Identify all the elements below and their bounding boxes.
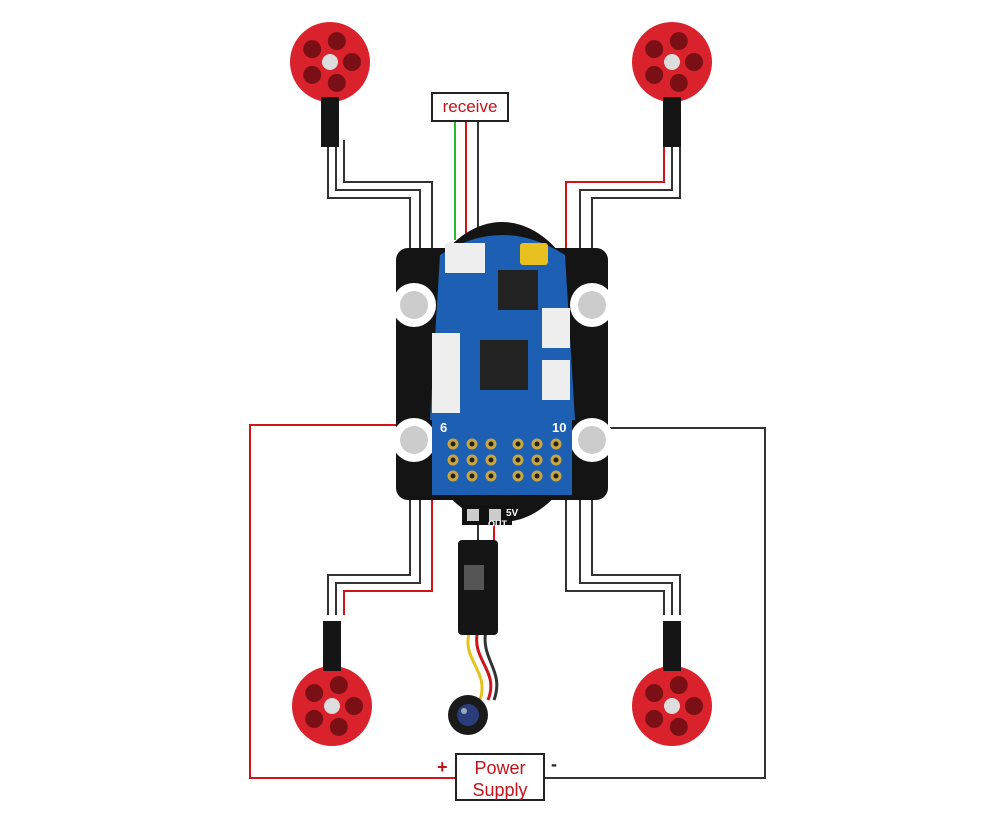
motor-top-right: [632, 22, 712, 147]
pin-label-10: 10: [552, 420, 567, 435]
motor-bottom-left: [292, 621, 372, 746]
receiver-wires: [454, 120, 479, 240]
motor-wires-bottom-right: [565, 490, 681, 615]
motor-wires-bottom-left: [327, 490, 433, 615]
flight-controller-board: [392, 222, 614, 525]
motor-top-left: [290, 22, 370, 147]
receiver-label: receive: [431, 92, 509, 122]
negative-power-wire: [545, 427, 766, 779]
motor-wires-top-right: [565, 140, 681, 255]
video-transmitter: [458, 540, 498, 635]
positive-power-wire: [249, 424, 455, 779]
motor-wires-top-left: [327, 140, 433, 255]
pin-label-6: 6: [440, 420, 448, 435]
output-voltage-label: 5V: [506, 508, 519, 519]
motor-bottom-right: [632, 621, 712, 746]
output-label: OUT: [488, 519, 507, 529]
camera-lens: [448, 695, 488, 735]
positive-terminal-label: +: [437, 757, 448, 777]
power-supply-box: Power Supply: [455, 753, 545, 801]
negative-terminal-label: -: [551, 754, 557, 774]
